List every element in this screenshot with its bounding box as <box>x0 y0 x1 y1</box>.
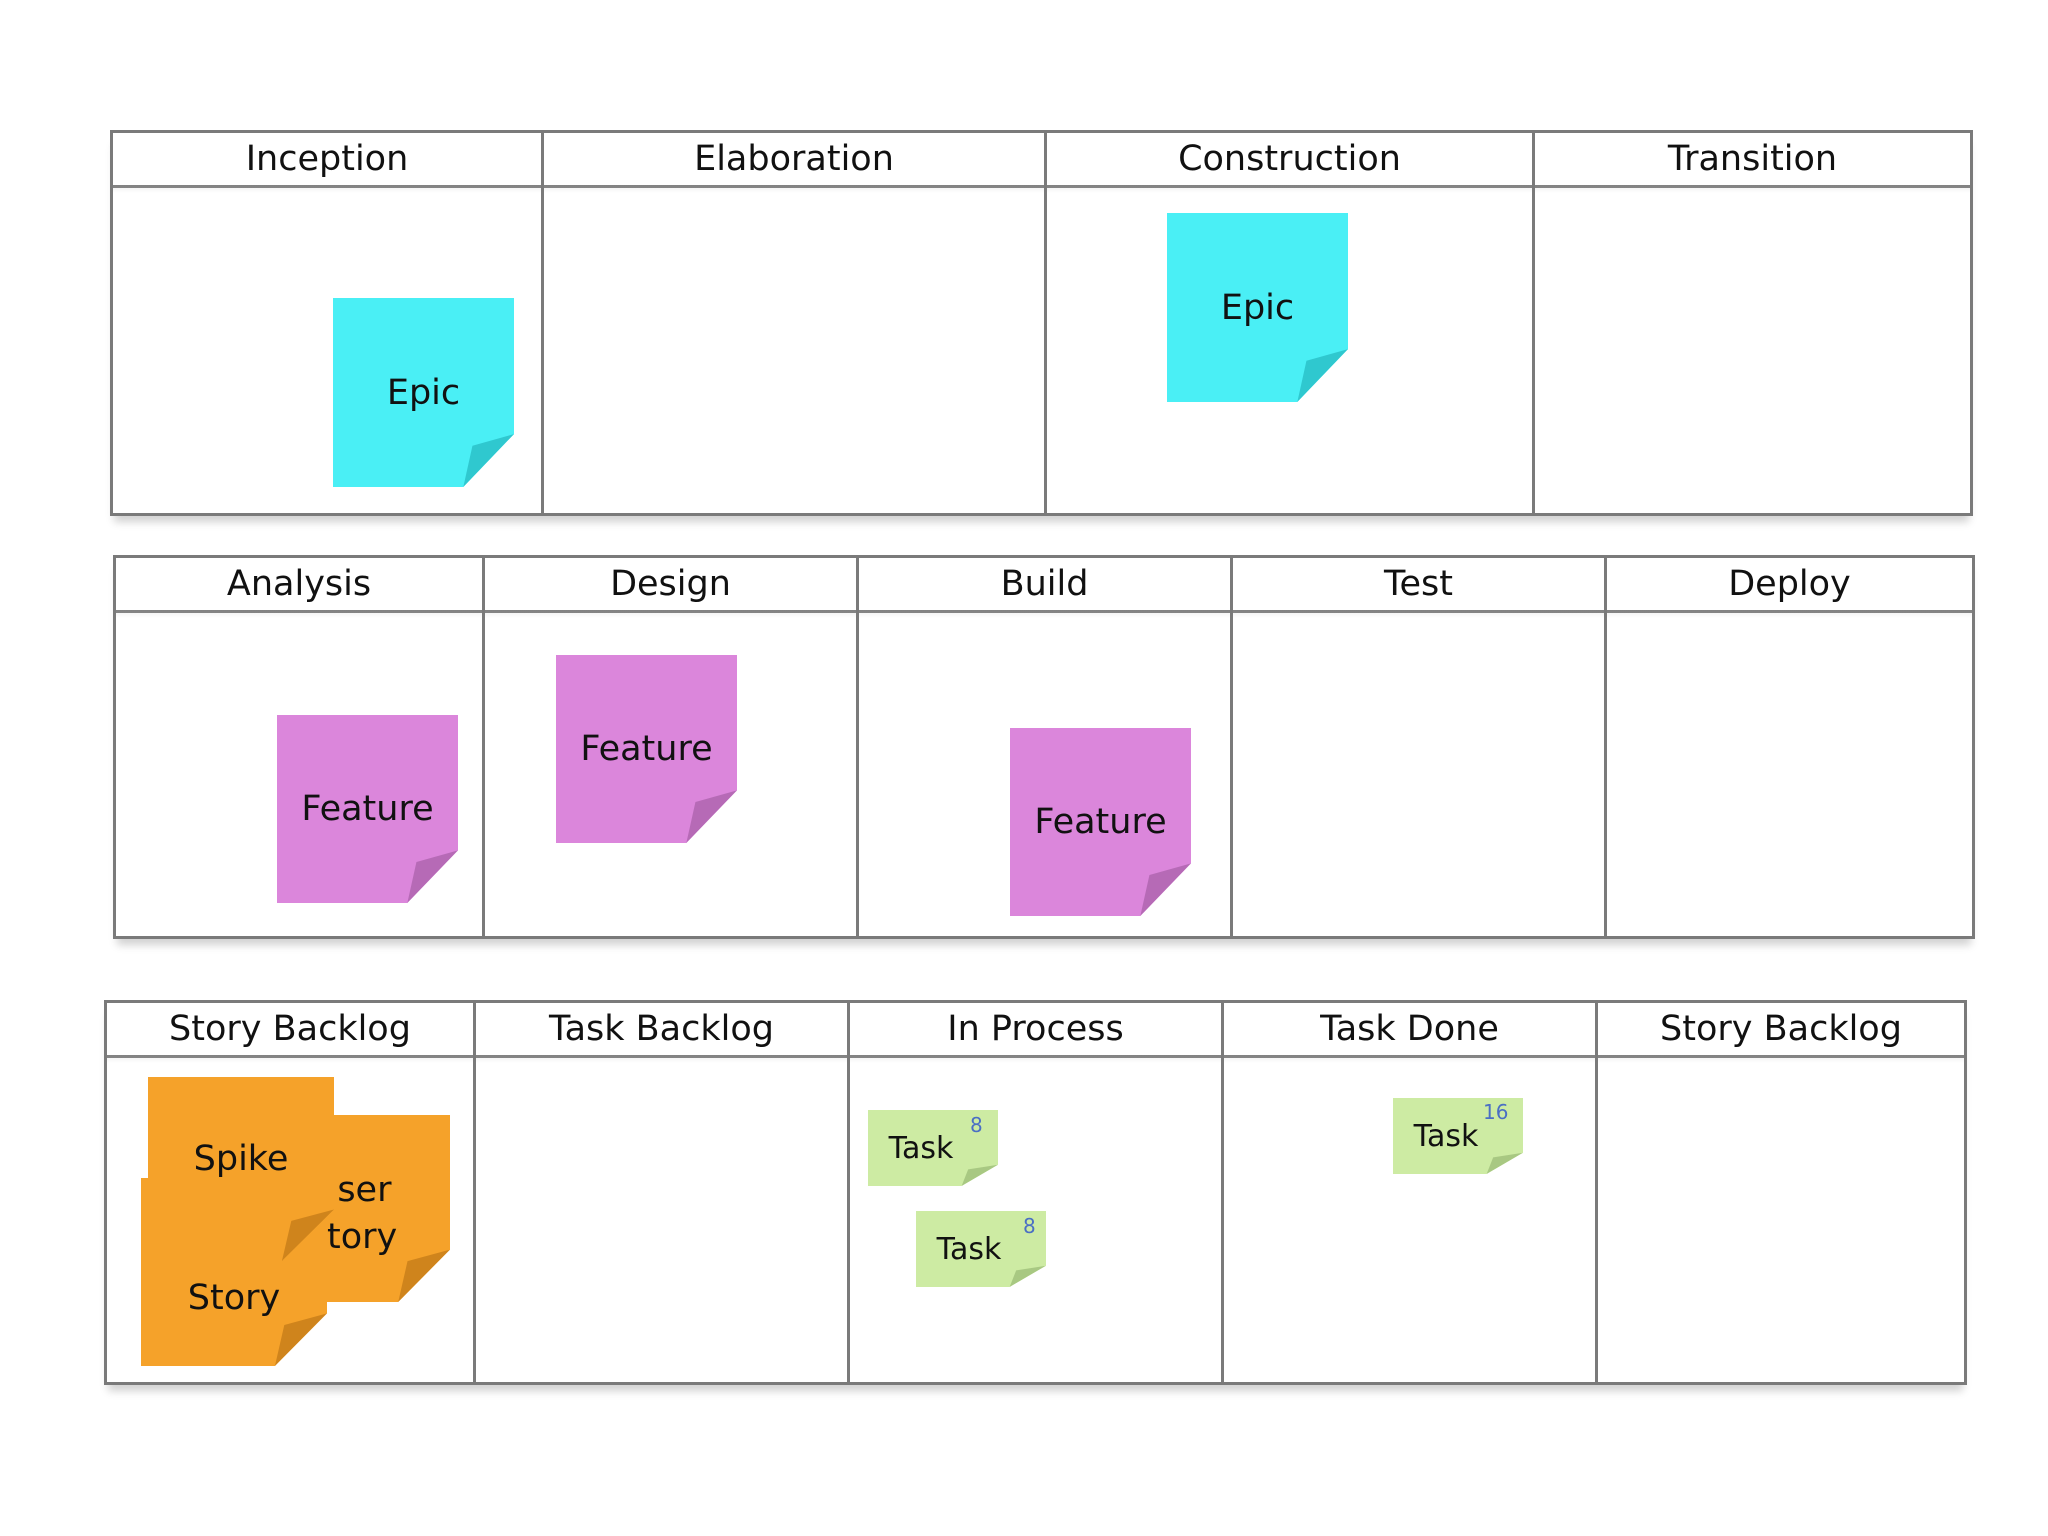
note-label: Epic <box>386 372 461 413</box>
note-label: Spike <box>193 1139 289 1179</box>
story-points-badge: 8 <box>1023 1214 1036 1238</box>
column-header: Deploy <box>1607 558 1972 618</box>
task-note[interactable]: Task 8 <box>868 1110 998 1186</box>
epic-note[interactable]: Epic <box>1167 213 1348 402</box>
epic-note[interactable]: Epic <box>333 298 514 487</box>
story-points-badge: 16 <box>1483 1100 1509 1124</box>
task-note[interactable]: Task 8 <box>916 1211 1046 1287</box>
column-story-backlog: Story Backlog <box>107 1003 473 1382</box>
column-build: Build <box>856 558 1230 936</box>
spike-note[interactable]: Spike <box>148 1077 334 1261</box>
column-header: Story Backlog <box>1598 1003 1964 1063</box>
note-label: Task <box>936 1231 1002 1267</box>
task-note[interactable]: Task 16 <box>1393 1098 1523 1174</box>
note-label: Feature <box>1034 802 1167 842</box>
column-header: In Process <box>850 1003 1221 1063</box>
note-label: Story <box>187 1278 281 1318</box>
note-label: Feature <box>301 789 434 829</box>
column-header: Build <box>859 558 1230 618</box>
column-transition: Transition <box>1532 133 1970 513</box>
column-header: Task Backlog <box>476 1003 847 1063</box>
column-construction: Construction <box>1044 133 1532 513</box>
story-points-badge: 8 <box>970 1113 983 1137</box>
column-header: Analysis <box>116 558 482 618</box>
note-label: Task <box>888 1130 954 1166</box>
column-analysis: Analysis <box>116 558 482 936</box>
note-label: Task <box>1413 1118 1479 1154</box>
column-task-done: Task Done <box>1221 1003 1595 1382</box>
column-story-backlog-done: Story Backlog <box>1595 1003 1964 1382</box>
note-label-line: tory <box>327 1217 398 1257</box>
feature-note[interactable]: Feature <box>277 715 458 903</box>
note-label: Feature <box>580 729 713 769</box>
column-header: Inception <box>113 133 541 193</box>
column-test: Test <box>1230 558 1604 936</box>
column-header: Elaboration <box>544 133 1044 193</box>
note-label: Epic <box>1220 287 1295 328</box>
column-header: Transition <box>1535 133 1970 193</box>
feature-note[interactable]: Feature <box>1010 728 1191 916</box>
feature-note[interactable]: Feature <box>556 655 737 843</box>
column-header: Construction <box>1047 133 1532 193</box>
note-label-line: Jser <box>327 1170 392 1210</box>
column-inception: Inception <box>113 133 541 513</box>
column-header: Story Backlog <box>107 1003 473 1063</box>
column-elaboration: Elaboration <box>541 133 1044 513</box>
column-deploy: Deploy <box>1604 558 1972 936</box>
column-task-backlog: Task Backlog <box>473 1003 847 1382</box>
column-in-process: In Process <box>847 1003 1221 1382</box>
column-design: Design <box>482 558 856 936</box>
column-header: Task Done <box>1224 1003 1595 1063</box>
column-header: Test <box>1233 558 1604 618</box>
column-header: Design <box>485 558 856 618</box>
